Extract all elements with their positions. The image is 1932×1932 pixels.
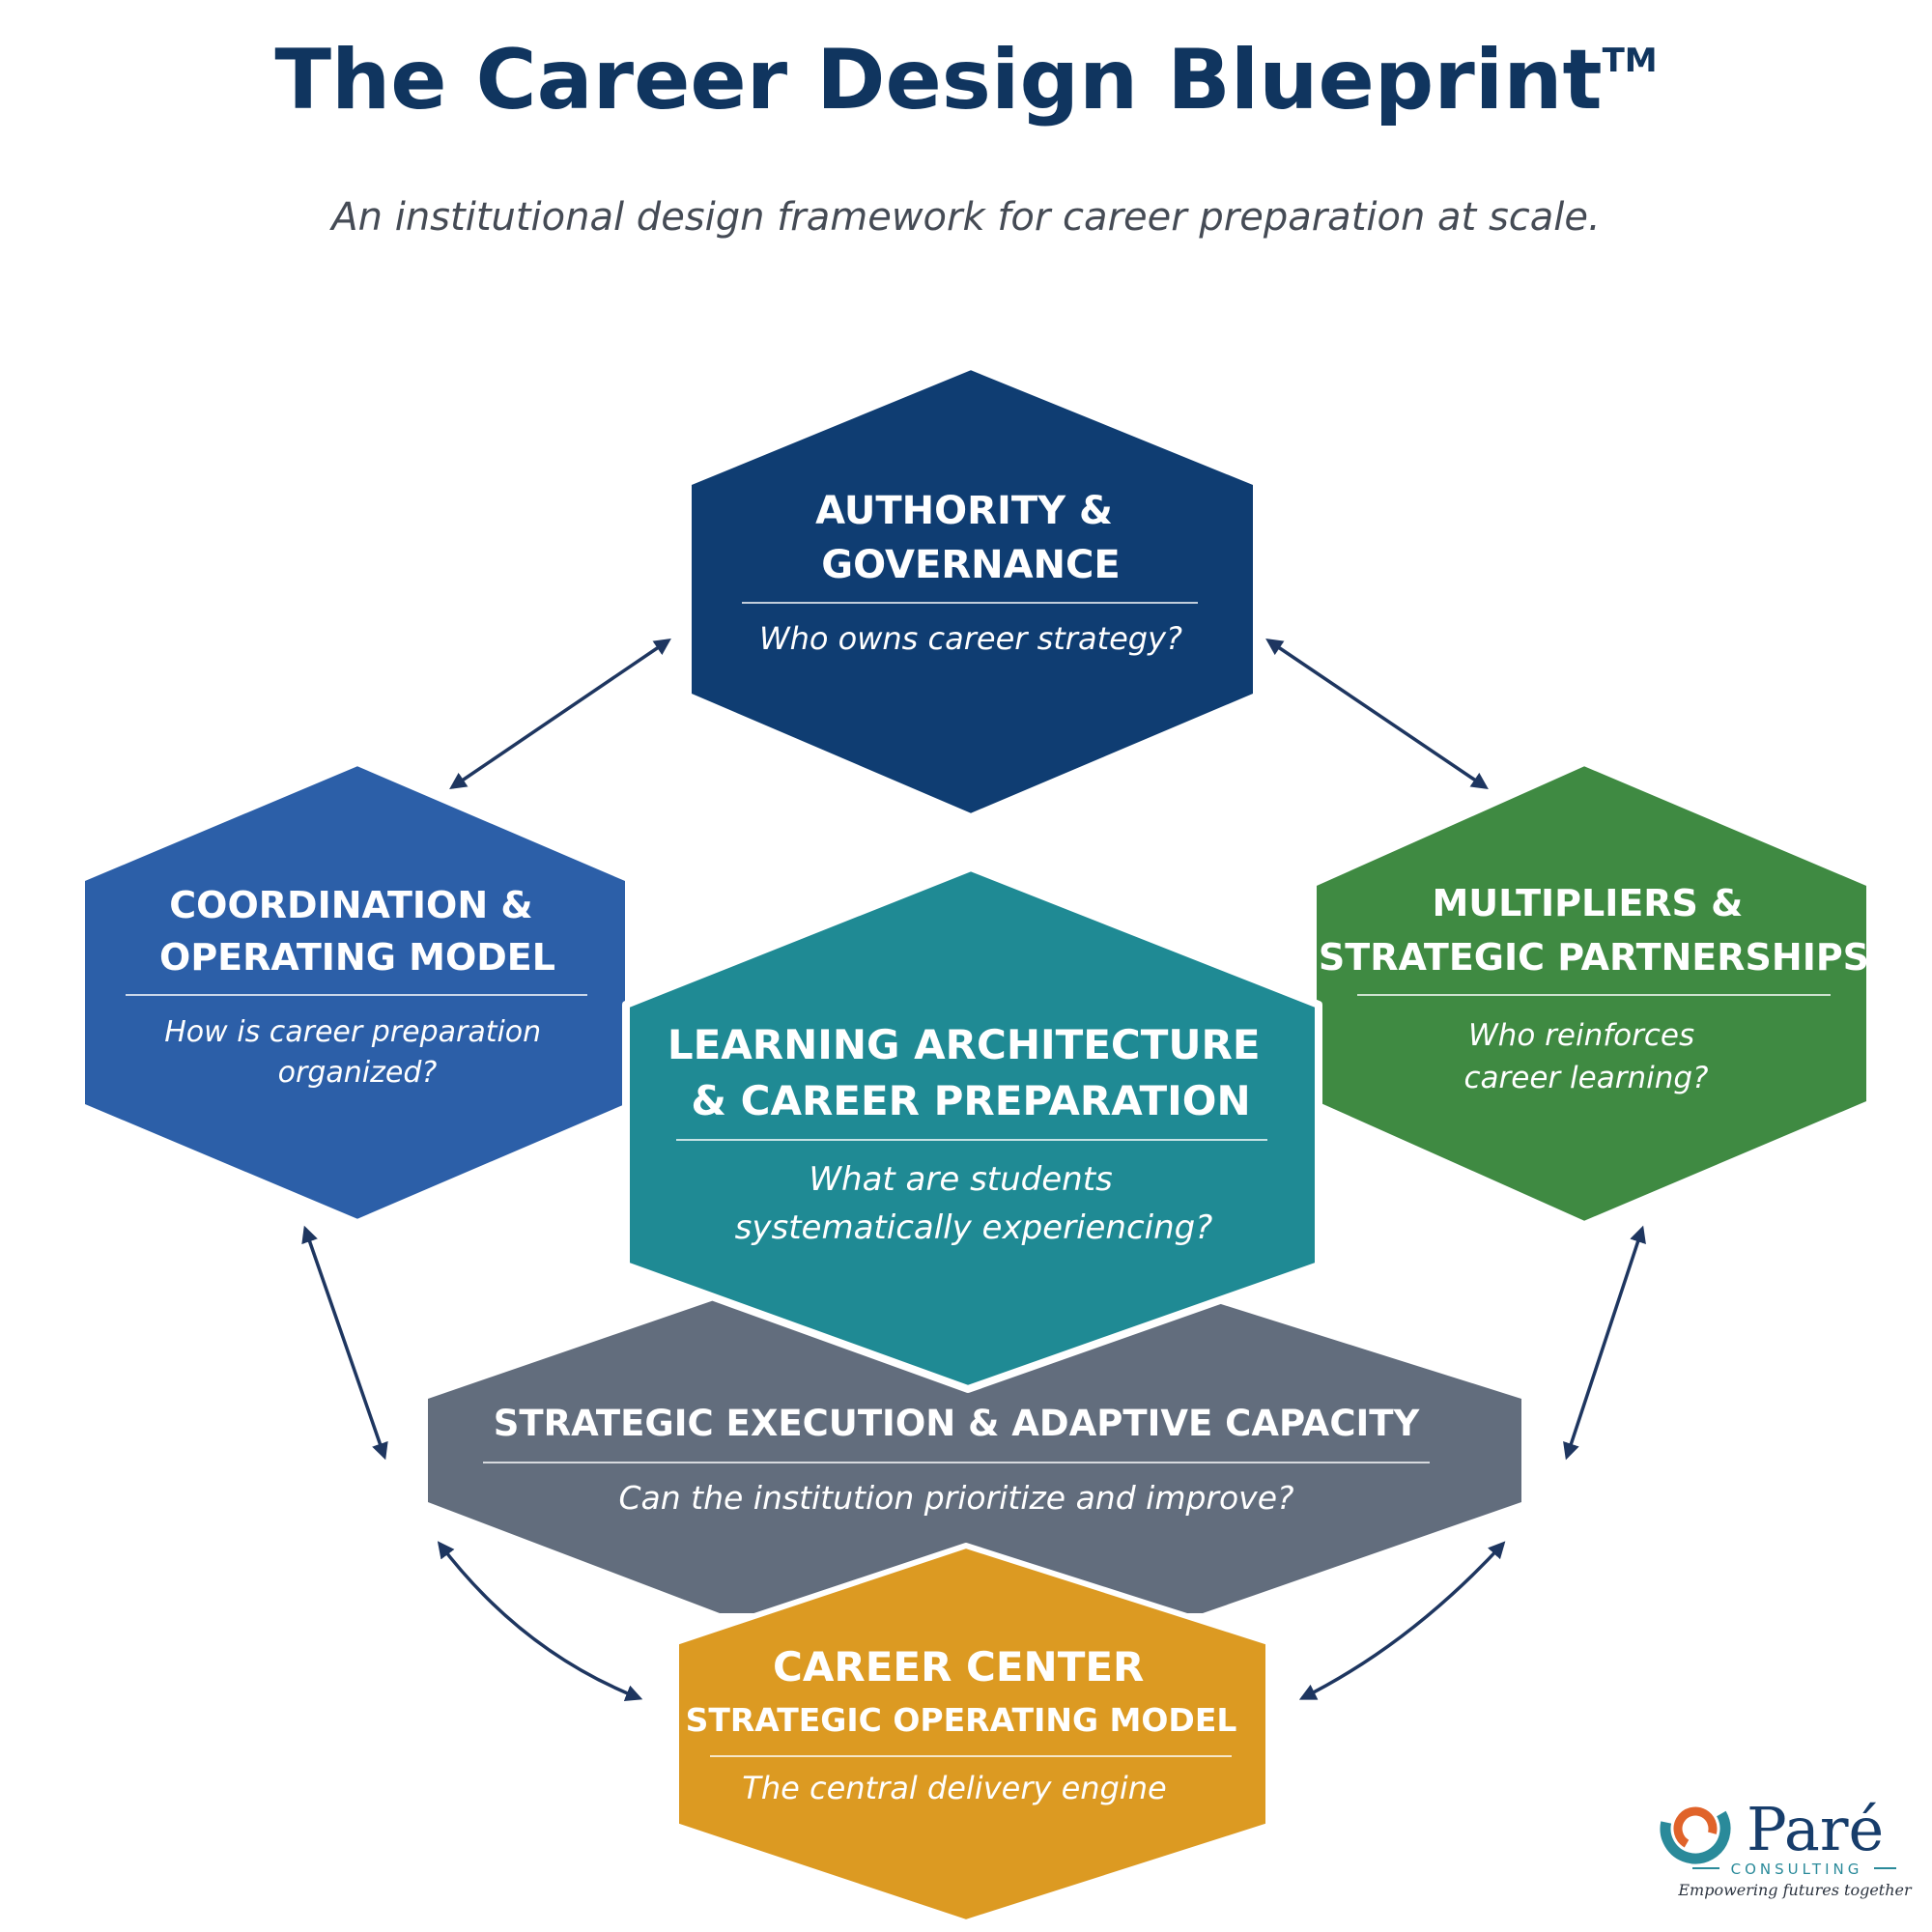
pare-consulting-logo: Paré CONSULTING Empowering futures toget… — [1660, 1793, 1913, 1899]
authority-question: Who owns career strategy? — [759, 620, 1182, 657]
career-center-title: CAREER CENTER STRATEGIC OPERATING MODEL — [686, 1643, 1237, 1739]
arrow-execution-careercenter-right — [1298, 1541, 1506, 1700]
page-subtitle: An institutional design framework for ca… — [328, 195, 1600, 240]
trademark-mark: TM — [1603, 42, 1658, 80]
swirl-icon — [1660, 1793, 1731, 1864]
page-title: The Career Design BlueprintTM — [274, 32, 1657, 128]
coordination-title: COORDINATION & OPERATING MODEL — [159, 884, 555, 979]
execution-question: Can the institution prioritize and impro… — [618, 1479, 1293, 1517]
logo-tagline: Empowering futures together — [1677, 1881, 1913, 1899]
connector-arrows — [301, 639, 1646, 1702]
multipliers-title: MULTIPLIERS & STRATEGIC PARTNERSHIPS — [1319, 882, 1869, 979]
authority-title: AUTHORITY & GOVERNANCE — [815, 489, 1126, 587]
logo-subname: CONSULTING — [1731, 1861, 1863, 1878]
multipliers-hexagon — [1311, 760, 1872, 1227]
execution-title: STRATEGIC EXECUTION & ADAPTIVE CAPACITY — [494, 1403, 1421, 1444]
block-learning: LEARNING ARCHITECTURE & CAREER PREPARATI… — [622, 864, 1322, 1393]
block-execution: STRATEGIC EXECUTION & ADAPTIVE CAPACITY … — [428, 1298, 1521, 1613]
learning-hexagon — [622, 864, 1322, 1393]
block-coordination: COORDINATION & OPERATING MODEL How is ca… — [79, 760, 631, 1225]
coordination-hexagon — [79, 760, 631, 1225]
arrow-coordination-execution — [301, 1225, 388, 1461]
arrow-authority-multipliers — [1265, 639, 1489, 789]
arrow-execution-careercenter-left — [437, 1541, 643, 1702]
learning-question: What are students systematically experie… — [735, 1160, 1213, 1247]
block-multipliers: MULTIPLIERS & STRATEGIC PARTNERSHIPS Who… — [1311, 760, 1872, 1227]
block-authority: AUTHORITY & GOVERNANCE Who owns career s… — [686, 364, 1259, 819]
logo-name: Paré — [1747, 1794, 1884, 1864]
arrow-authority-coordination — [449, 639, 671, 789]
learning-title: LEARNING ARCHITECTURE & CAREER PREPARATI… — [668, 1021, 1274, 1124]
career-center-question: The central delivery engine — [742, 1770, 1166, 1806]
authority-hexagon — [686, 364, 1259, 819]
multipliers-question: Who reinforces career learning? — [1464, 1018, 1709, 1095]
career-center-hexagon — [673, 1543, 1271, 1925]
block-career-center: CAREER CENTER STRATEGIC OPERATING MODEL … — [673, 1543, 1271, 1925]
arrow-multipliers-execution — [1563, 1225, 1646, 1461]
execution-hexagon — [428, 1298, 1521, 1613]
coordination-question: How is career preparation organized? — [164, 1015, 550, 1090]
